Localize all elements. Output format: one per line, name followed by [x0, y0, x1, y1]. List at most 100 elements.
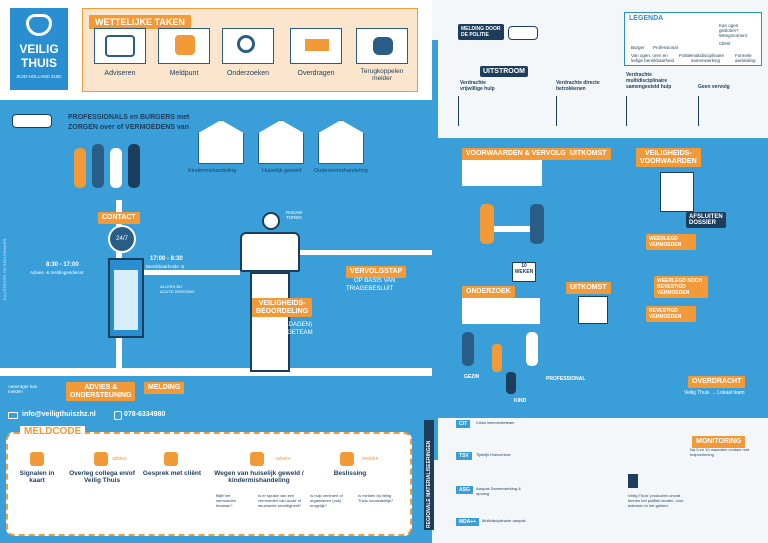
task-card-overdragen [290, 28, 342, 64]
task-card-terugkoppelen [356, 28, 408, 64]
regional-tag-2: ASG [456, 486, 473, 494]
task-label-4: Terugkoppelen melder [360, 68, 404, 82]
step2-tag: advies [112, 456, 127, 462]
uitstroom-opt-3: Geen vervolg [698, 84, 730, 90]
brand-line2: THUIS [21, 56, 57, 70]
requester-note: Aanvrager kan melden [8, 384, 38, 394]
government-logo [628, 474, 638, 488]
advice-label1: ADVIES & [84, 384, 118, 391]
heart-icon [175, 35, 195, 55]
legend-item-6: Weegmoment [719, 33, 747, 38]
afsluiten-line1: AFSLUITEN [689, 214, 723, 220]
voorwaarden-label: VOORWAARDEN & VERVOLG [462, 148, 570, 160]
task-label-0: Adviseren [104, 70, 136, 77]
tasks-title: WETTELIJKE TAKEN [89, 15, 191, 29]
meldcode-sub4a: Blijft het vermoeden bestaan? [216, 493, 237, 508]
house-label-0: Kindermishandeling [188, 168, 237, 174]
footer-text: Veilig Thuis' producten omvat binnen het… [628, 493, 684, 508]
road-to-tower [120, 270, 240, 275]
kind-label: KIND [514, 398, 527, 404]
step4-heart-icon [250, 452, 264, 466]
house-label-1: Huiselijk geweld [262, 168, 302, 174]
logo: VEILIG THUIS ZUID-HOLLAND ZUID [10, 8, 68, 90]
regional-tag-3: MDA++ [456, 518, 480, 526]
vv-line1: VEILIGHEIDS- [644, 150, 692, 157]
phone-24-icon: 24/7 [108, 225, 136, 253]
regional-tag-1: TSV [456, 452, 472, 460]
melding-politie: MELDING DOOR DE POLITIE [458, 24, 504, 40]
house-huiselijk-geweld [258, 120, 304, 164]
footer-email[interactable]: info@veiligthuiszhz.nl [22, 411, 96, 418]
outcome-2: BEVESTIGD VERMOEDEN [646, 306, 696, 322]
step4-tag: advies [276, 456, 291, 462]
onderzoek-card [462, 298, 540, 324]
meldcode-sub4b: Is er sprake van een vermoeden van acute… [258, 493, 302, 508]
gezin-label: GEZIN [464, 374, 480, 380]
meldcode-sub5b: Is melden bij Veilig Thuis noodzakelijk? [358, 493, 394, 503]
tower-label2: BEOORDELING [256, 307, 309, 315]
meldcode-title: MELDCODE [20, 426, 86, 437]
legend-item-5: Kan ogen gesloten? [719, 23, 739, 33]
hours-night-sub: Bereikbaarheids- & beschikbaarheidsdiens… [146, 264, 194, 274]
footer-phone[interactable]: 078-6334980 [124, 411, 166, 418]
step5-heart-icon [340, 452, 354, 466]
professional-label: PROFESSIONAL [546, 376, 586, 382]
regional-text-0: Crisis interventieteam [476, 420, 515, 425]
meldcode-step1: Signalen in kaart [19, 470, 55, 484]
meldcode-step5: Beslissing [333, 470, 367, 477]
tower-label: VEILIGHEIDS- BEOORDELING [252, 298, 313, 318]
regional-title: REGIONALE MATERIALISEERINGEN [424, 420, 434, 530]
regional-tag-0: CIT [456, 420, 471, 428]
tower-sub2: DOOR TRIAGETEAM [254, 330, 313, 336]
email-icon [8, 412, 18, 419]
uitstroom-details [458, 96, 758, 132]
legend-item-2: Van ogen, oren en ledige bereikbaarheid [631, 53, 675, 63]
vervolgstap-sub1: OP BASIS VAN [354, 278, 396, 284]
outcome-doc [578, 296, 608, 324]
uitstroom-opt-1: Verdrachte directe betrokkenen [556, 80, 600, 92]
speech-bubble-icon [105, 35, 135, 57]
regional-text-3: Multidisciplinaire aanpak [482, 518, 526, 523]
tower-label1: VEILIGHEIDS- [258, 300, 306, 307]
melding-label: MELDING [144, 382, 185, 394]
legend-panel: LEGENDA Burger Professional Van ogen, or… [624, 12, 762, 66]
house-ouderenmishandeling [318, 120, 364, 164]
credit: ILLUSTRATIE: DE BEELDMAKER [2, 238, 7, 300]
step5-tag: melden [362, 456, 379, 462]
checklist-card [660, 172, 694, 212]
right-road-vertical [432, 40, 438, 460]
tower-sub1: ( 5 WERKDAGEN) [262, 322, 313, 328]
uitkomst1-label: UITKOMST [566, 148, 611, 160]
phone-icon [373, 37, 393, 55]
uitstroom-label: UITSTROOM [480, 66, 528, 77]
vervolgstap-label: VERVOLGSTAP [346, 266, 407, 278]
uitstroom-opt-2: Verdrachte multidisciplinaire samengeste… [626, 72, 672, 90]
phone-small-icon [114, 411, 122, 420]
step2-heart-icon [94, 452, 108, 466]
step1-heart-icon [30, 452, 44, 466]
brand-line1: VEILIG [19, 42, 59, 56]
intro-line2: ZORGEN over of VERMOEDENS van [68, 124, 189, 131]
onderzoek-label: ONDERZOEK [462, 286, 515, 298]
uitkomst2-label: UITKOMST [566, 282, 611, 294]
voorwaarden-card [462, 160, 542, 186]
police-car-icon [508, 26, 538, 40]
meldcode-panel: MELDCODE [6, 426, 412, 536]
task-label-2: Onderzoeken [226, 70, 270, 77]
legend-item-0: Burger [631, 45, 645, 50]
monitoring-label: MONITORING [692, 436, 746, 448]
task-card-meldpunt [158, 28, 210, 64]
hours-day-sub: Advies- & meldingendienst [30, 270, 84, 275]
advice-label2: ONDERSTEUNING [70, 391, 132, 399]
step3-heart-icon [164, 452, 178, 466]
house-kindermishandeling [198, 120, 244, 164]
contact-label: CONTACT [98, 212, 140, 224]
people-circle [456, 326, 576, 396]
regional-text-2: Aanpak Samenwerking & opvang [476, 486, 521, 496]
outcome-1: WEERLEGD NOCH BEVESTIGD VERMOEDEN [654, 276, 708, 298]
uitstroom-opt-0: Verdrachte vrijwillige hulp [460, 80, 495, 92]
legend-item-4: multidisciplinaire samenwerking [691, 53, 725, 63]
magnifier-icon [237, 35, 255, 53]
meldcode-step3: Gesprek met cliënt [142, 470, 202, 477]
meldcode-step2: Overleg collega en/of Veilig Thuis [69, 470, 135, 484]
